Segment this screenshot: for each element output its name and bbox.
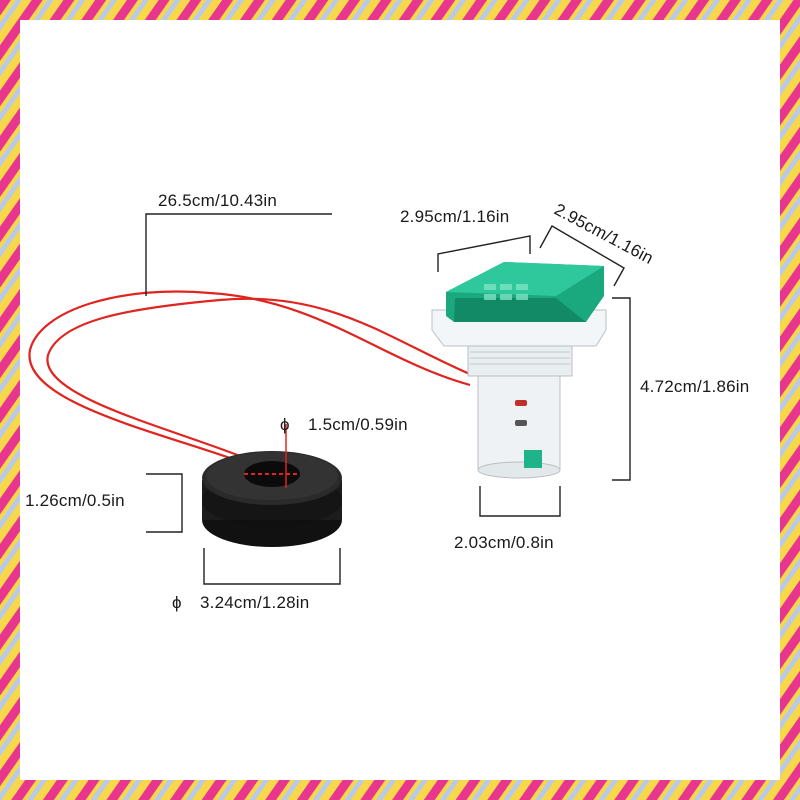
meter-base-label: 2.03cm/0.8in bbox=[454, 533, 554, 552]
meter-width-dimension: 2.95cm/1.16in bbox=[400, 207, 531, 272]
meter-height-dimension: 4.72cm/1.86in bbox=[612, 297, 749, 481]
ring-outer-label: 3.24cm/1.28in bbox=[200, 593, 309, 612]
wire-length-dimension: 26.5cm/10.43in bbox=[145, 191, 332, 296]
ring-outer-dimension: ϕ 3.24cm/1.28in bbox=[172, 548, 341, 612]
ring-hole-label: 1.5cm/0.59in bbox=[308, 415, 408, 434]
red-wires bbox=[28, 290, 473, 460]
current-ring bbox=[202, 424, 342, 547]
ring-height-dimension: 1.26cm/0.5in bbox=[25, 473, 183, 533]
ring-hole-dimension: ϕ 1.5cm/0.59in bbox=[280, 415, 408, 434]
ring-height-label: 1.26cm/0.5in bbox=[25, 491, 125, 510]
meter-base-dimension: 2.03cm/0.8in bbox=[454, 486, 561, 552]
meter-height-label: 4.72cm/1.86in bbox=[640, 377, 749, 396]
diameter-symbol: ϕ bbox=[280, 415, 290, 434]
meter-width-label: 2.95cm/1.16in bbox=[400, 207, 509, 226]
wire-length-label: 26.5cm/10.43in bbox=[158, 191, 277, 210]
digital-meter bbox=[431, 262, 607, 479]
diameter-symbol: ϕ bbox=[172, 593, 182, 612]
meter-depth-label: 2.95cm/1.16in bbox=[551, 200, 657, 268]
